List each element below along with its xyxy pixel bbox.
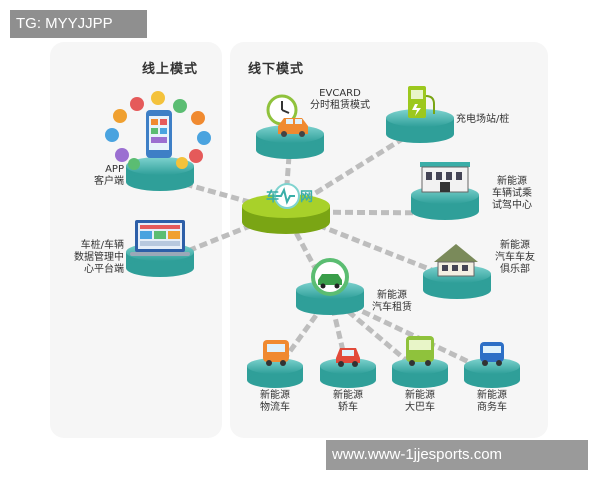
smartphone-icon (105, 91, 211, 170)
online-mode-header: 线上模式 (142, 62, 199, 77)
app-label: APP 客户端 (94, 164, 124, 187)
van-icon (263, 340, 289, 366)
recycle-car-icon (311, 258, 349, 296)
charging-label: 充电场站/桩 (456, 114, 510, 125)
logistics-label: 新能源 物流车 (260, 390, 290, 413)
bus-icon (406, 336, 434, 366)
charging-station-icon (408, 86, 435, 118)
sedan-disc (320, 358, 376, 388)
club-label: 新能源 汽车车友 俱乐部 (495, 240, 535, 275)
business-label: 新能源 商务车 (477, 390, 507, 413)
node-discs (126, 109, 520, 388)
monitor-icon (130, 220, 190, 256)
bus-label: 新能源 大巴车 (405, 390, 435, 413)
hub-text-right: 网 (300, 190, 313, 205)
business-disc (464, 358, 520, 388)
bus-disc (392, 358, 448, 388)
car-icon (336, 348, 360, 367)
offline-mode-header: 线下模式 (248, 62, 305, 77)
watermark-top: TG: MYYJJPP (10, 10, 147, 38)
minibus-icon (480, 342, 504, 366)
clock-car-icon (266, 94, 308, 137)
globe-icon (274, 183, 300, 209)
hub-disc: 车 网 (242, 183, 330, 234)
rental-label: 新能源 汽车租赁 (372, 290, 412, 313)
evcard-label: EVCARD 分时租赁模式 (310, 88, 370, 111)
house-icon (434, 244, 478, 277)
app-disc (126, 157, 194, 191)
building-icon (420, 162, 470, 193)
watermark-bottom[interactable]: www.www-1jjesports.com (326, 440, 588, 470)
test-drive-label: 新能源 车辆试乘 试驾中心 (492, 176, 532, 211)
charging-disc (386, 109, 454, 143)
sedan-label: 新能源 轿车 (333, 390, 363, 413)
rental-disc (296, 281, 364, 315)
logistics-disc (247, 358, 303, 388)
hub-text-left: 车 (266, 189, 279, 205)
data-platform-label: 车桩/车辆 数据管理中 心平台端 (74, 240, 124, 275)
